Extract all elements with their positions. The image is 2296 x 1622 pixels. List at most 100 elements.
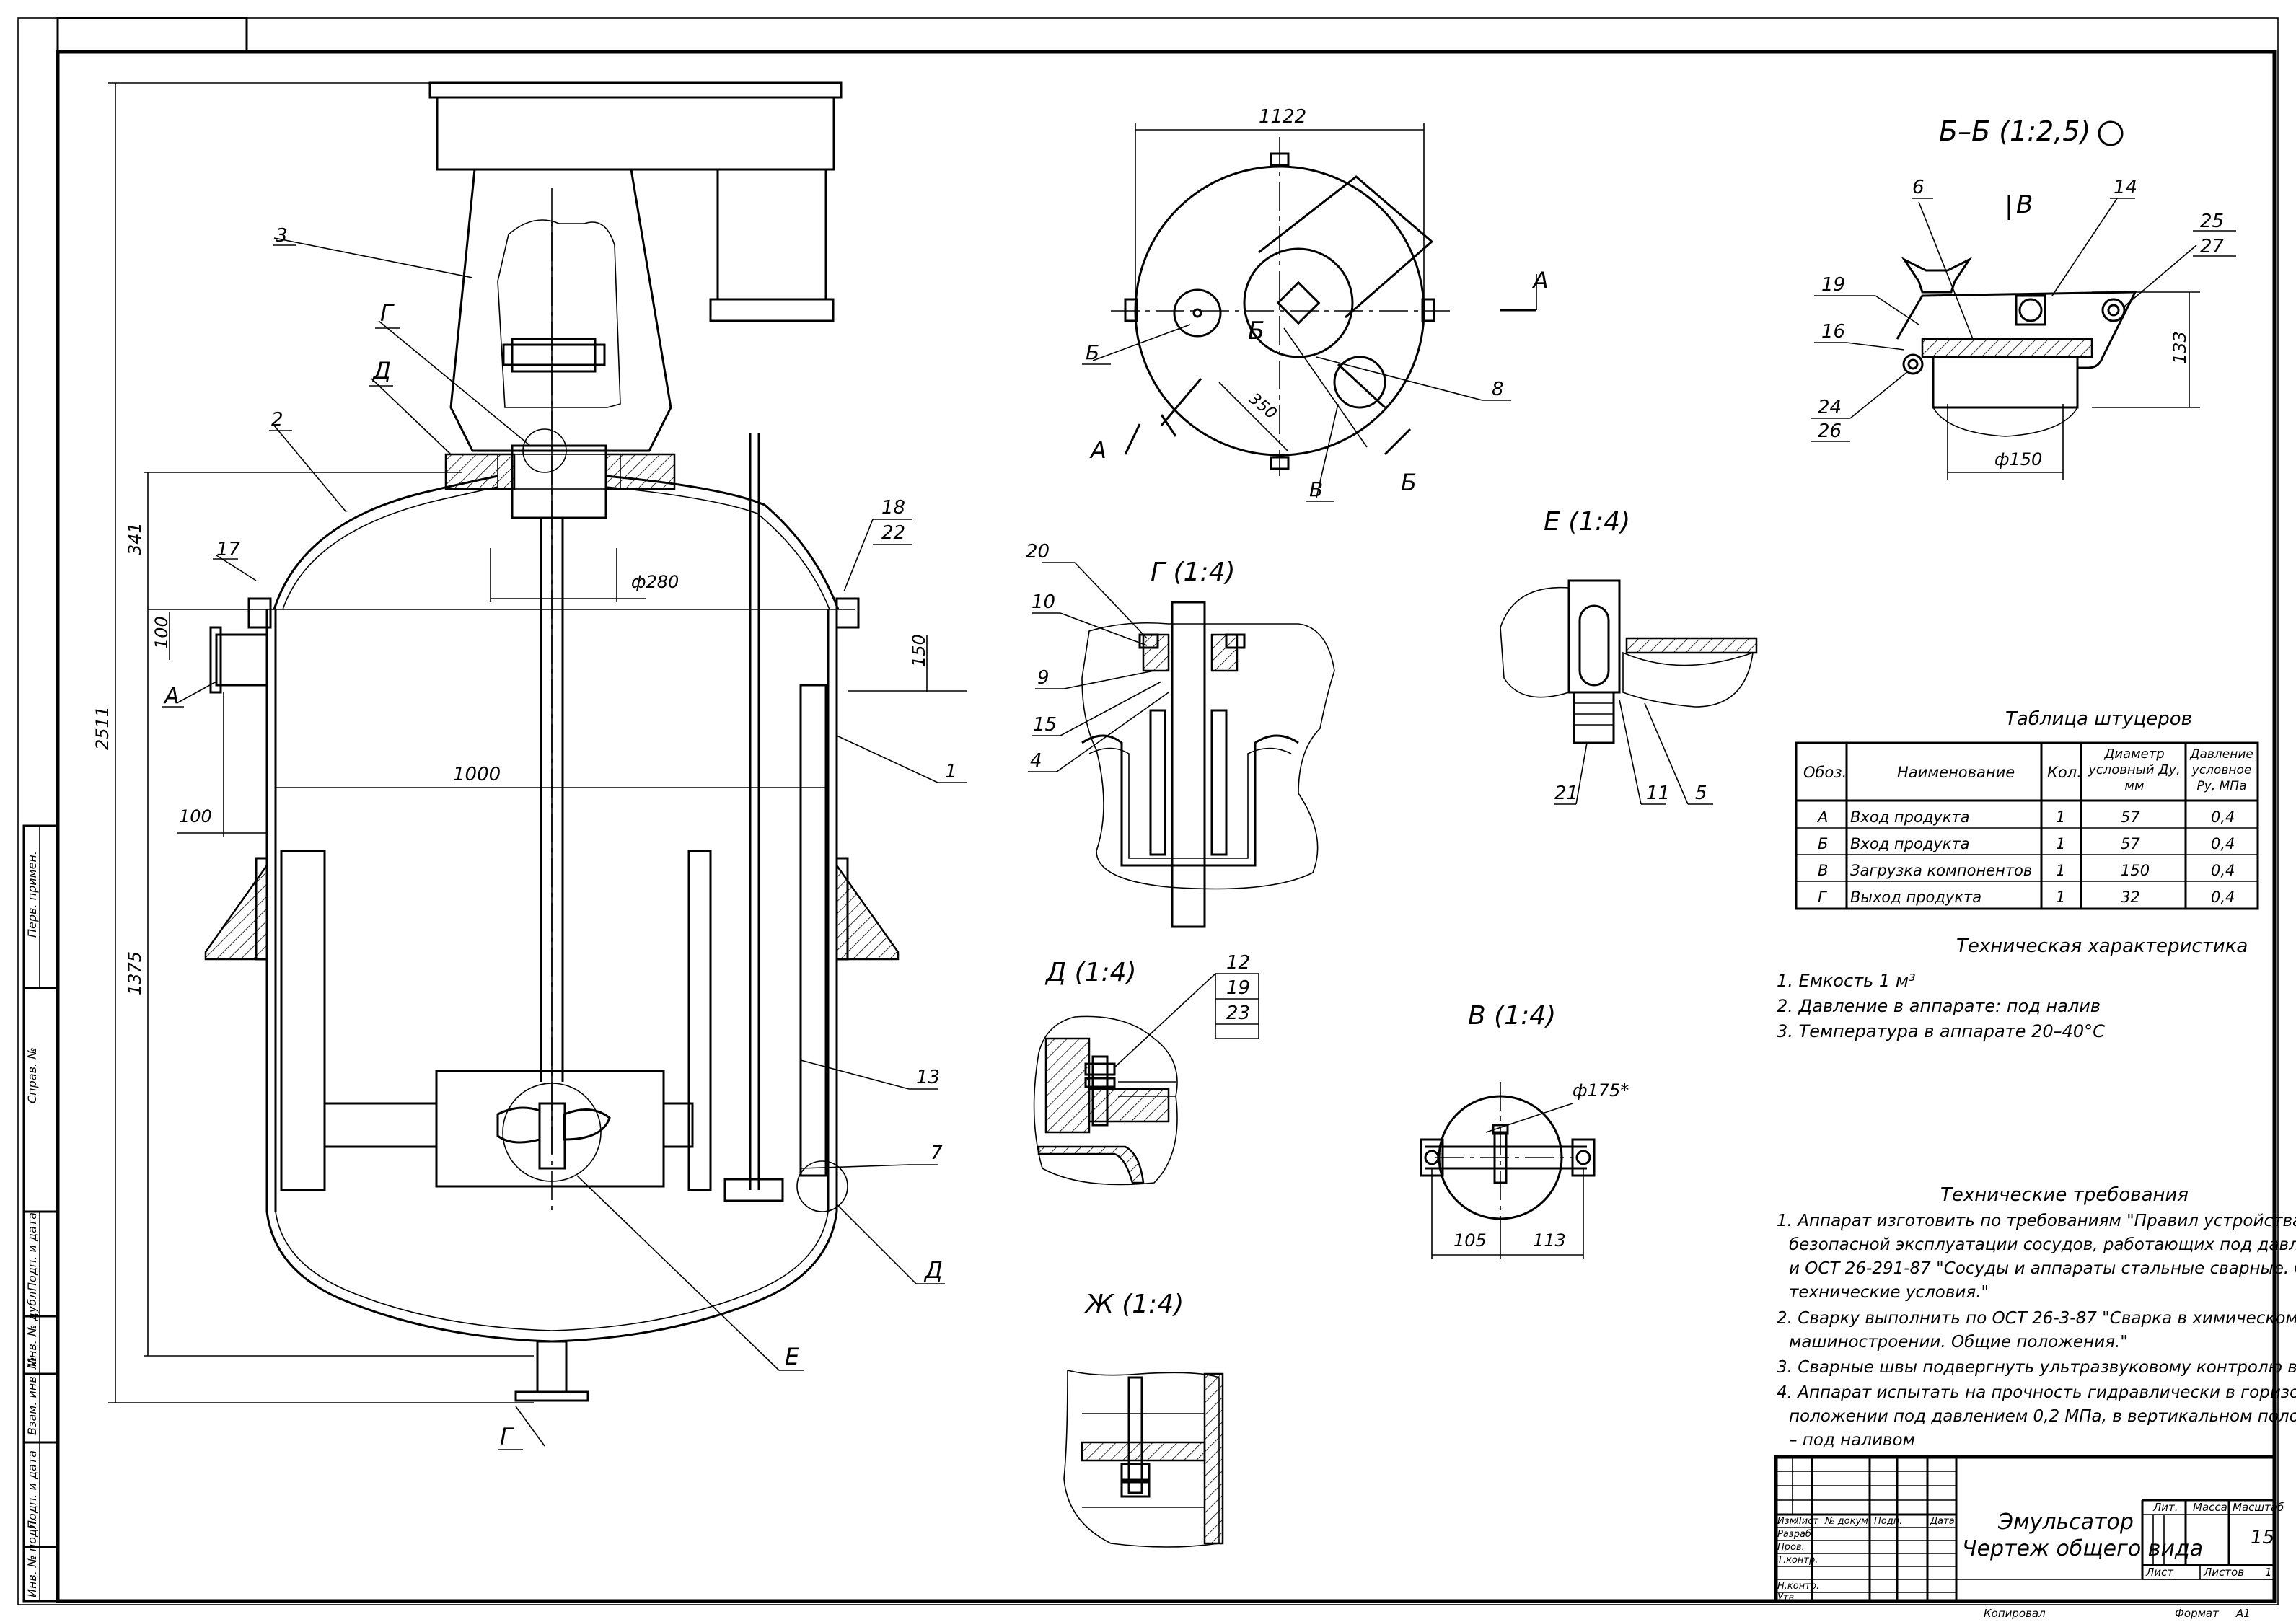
dim-133: 133 bbox=[2170, 331, 2190, 364]
tech-char-1: 1. Емкость 1 м³ bbox=[1777, 971, 1916, 991]
nozzle-table-cell: 1 bbox=[2056, 835, 2065, 852]
label-A-section-bottom: А bbox=[1089, 436, 1107, 464]
stamp-inv-dubl: Инв. № дубл. bbox=[25, 1288, 39, 1367]
pos-6: 6 bbox=[1912, 177, 1925, 198]
tech-req-line-2: безопасной эксплуатации сосудов, работаю… bbox=[1789, 1235, 2296, 1254]
nozzle-table-cell: Вход продукта bbox=[1850, 835, 1970, 852]
dim-341: 341 bbox=[125, 522, 145, 555]
th-name: Наименование bbox=[1897, 764, 2015, 781]
top-left-stamp bbox=[56, 17, 248, 53]
nozzle-table-cell: 150 bbox=[2121, 862, 2150, 879]
tech-req-line-10: – под наливом bbox=[1789, 1431, 1915, 1450]
tb-col-doc: № докум. bbox=[1824, 1516, 1871, 1527]
stamp-podp-2: Подп. и дата bbox=[25, 1450, 39, 1529]
label-B-section-bottom: Б bbox=[1401, 469, 1417, 496]
pos-5: 5 bbox=[1695, 783, 1707, 804]
nozzle-table-cell: 57 bbox=[2121, 835, 2140, 852]
dim-350: 350 bbox=[1245, 389, 1280, 423]
nozzle-table-title: Таблица штуцеров bbox=[2005, 708, 2192, 730]
nozzle-table: Таблица штуцеров Обоз. Наименование Кол.… bbox=[1795, 708, 2259, 910]
pos-17: 17 bbox=[216, 539, 241, 560]
tech-req-line-7: 3. Сварные швы подвергнуть ультразвуково… bbox=[1777, 1358, 2296, 1377]
label-B-inner: Б bbox=[1248, 317, 1264, 345]
nozzle-table-cell: 0,4 bbox=[2211, 889, 2235, 906]
stamp-vzam: Взам. инв. № bbox=[25, 1357, 39, 1435]
label-D-callout-top: Д bbox=[371, 357, 391, 384]
tb-scale: Масштаб bbox=[2233, 1501, 2284, 1514]
pos-25: 25 bbox=[2200, 211, 2224, 232]
pos-15: 15 bbox=[1033, 714, 1057, 736]
nozzle-table-cell: 57 bbox=[2121, 808, 2140, 826]
tech-req-line-3: и ОСТ 26-291-87 "Сосуды и аппараты сталь… bbox=[1789, 1259, 2296, 1278]
tb-col-izm: Изм. bbox=[1777, 1516, 1800, 1527]
label-D-callout-bottom: Д bbox=[923, 1256, 943, 1284]
nozzle-table-cell: Б bbox=[1818, 835, 1828, 852]
dim-100-horizontal: 100 bbox=[179, 806, 212, 827]
pos-14: 14 bbox=[2114, 177, 2137, 198]
tb-format-value: А1 bbox=[2235, 1607, 2251, 1620]
th-kol: Кол. bbox=[2047, 764, 2082, 781]
label-B-top: Б bbox=[1086, 340, 1099, 364]
view-V-title: В (1:4) bbox=[1468, 1001, 1556, 1031]
tech-char-3: 3. Температура в аппарате 20–40°С bbox=[1777, 1021, 2105, 1041]
dim-105: 105 bbox=[1453, 1230, 1487, 1251]
th-pn: Давление условное Ру, МПа bbox=[2190, 747, 2253, 793]
tech-requirements: Технические требования 1. Аппарат изгото… bbox=[1777, 1184, 2296, 1450]
tb-lit: Лит. bbox=[2152, 1501, 2178, 1514]
pos-8: 8 bbox=[1492, 379, 1504, 400]
tech-req-line-8: 4. Аппарат испытать на прочность гидравл… bbox=[1777, 1383, 2296, 1402]
view-E-title: Е (1:4) bbox=[1544, 507, 1630, 537]
tb-sheets-label: Листов bbox=[2203, 1566, 2244, 1579]
tb-sheet-label: Лист bbox=[2145, 1566, 2174, 1579]
drawing-title-1: Эмульсатор bbox=[1997, 1509, 2134, 1535]
pos-19: 19 bbox=[1821, 274, 1845, 296]
nozzle-table-cell: 32 bbox=[2121, 889, 2140, 906]
nozzle-table-cell: В bbox=[1818, 862, 1828, 879]
nozzle-table-cell: 0,4 bbox=[2211, 835, 2235, 852]
view-E: Е (1:4) 21 11 5 bbox=[1500, 507, 1758, 805]
nozzle-table-cell: Вход продукта bbox=[1850, 808, 1970, 826]
view-Zh-title: Ж (1:4) bbox=[1084, 1290, 1184, 1319]
dim-2511: 2511 bbox=[92, 706, 113, 750]
pos-16: 16 bbox=[1821, 321, 1845, 343]
tech-req-line-4: технические условия." bbox=[1789, 1283, 1989, 1302]
tech-req-line-9: положении под давлением 0,2 МПа, в верти… bbox=[1789, 1407, 2296, 1426]
pos-21: 21 bbox=[1554, 783, 1578, 804]
label-E-callout: Е bbox=[785, 1343, 800, 1370]
nozzle-table-cell: Загрузка компонентов bbox=[1850, 862, 2032, 879]
pos-3: 3 bbox=[276, 225, 288, 247]
side-stamp-column: Перв. примен. Справ. № Подп. и дата Инв.… bbox=[22, 824, 59, 1603]
tb-prov: Пров. bbox=[1777, 1542, 1805, 1553]
view-G: Г (1:4) 20 10 9 15 4 bbox=[1026, 541, 1335, 928]
tb-mass: Масса bbox=[2193, 1501, 2227, 1514]
tech-char-title: Техническая характеристика bbox=[1956, 935, 2248, 957]
drawing-title-2: Чертеж общего вида bbox=[1962, 1536, 2203, 1561]
pos-7: 7 bbox=[931, 1142, 943, 1164]
tb-tkontr: Т.контр. bbox=[1777, 1555, 1818, 1566]
pos-18: 18 bbox=[881, 497, 905, 519]
tb-col-list: Лист bbox=[1794, 1516, 1818, 1527]
tb-col-podp: Подп. bbox=[1874, 1516, 1902, 1527]
tech-char-2: 2. Давление в аппарате: под налив bbox=[1777, 996, 2101, 1016]
pos-2: 2 bbox=[271, 409, 283, 431]
tb-nkontr: Н.контр. bbox=[1777, 1581, 1819, 1592]
nozzle-table-cell: Выход продукта bbox=[1850, 889, 1981, 906]
nozzle-table-cell: 1 bbox=[2056, 862, 2065, 879]
nozzle-table-cell: А bbox=[1816, 808, 1828, 826]
nozzle-table-cell: 1 bbox=[2056, 889, 2065, 906]
stamp-podp-1: Подп. и дата bbox=[25, 1212, 39, 1291]
nozzle-table-cell: 0,4 bbox=[2211, 862, 2235, 879]
tb-format-label: Формат bbox=[2175, 1607, 2220, 1620]
dim-1122: 1122 bbox=[1259, 106, 1306, 128]
nozzle-table-cell: Г bbox=[1818, 889, 1828, 906]
pos-1: 1 bbox=[945, 761, 957, 783]
label-A-section-right: А bbox=[1531, 267, 1549, 294]
tech-characteristics: Техническая характеристика 1. Емкость 1 … bbox=[1777, 935, 2248, 1041]
tb-sheets-count: 1 bbox=[2265, 1566, 2272, 1579]
top-view: 1122 350 Б Б 8 В А Б А bbox=[1082, 106, 1549, 502]
pos-20: 20 bbox=[1026, 541, 1050, 563]
label-G-callout: Г bbox=[380, 299, 395, 327]
stamp-sprav: Справ. № bbox=[25, 1047, 39, 1103]
outer-frame bbox=[17, 17, 2279, 1605]
